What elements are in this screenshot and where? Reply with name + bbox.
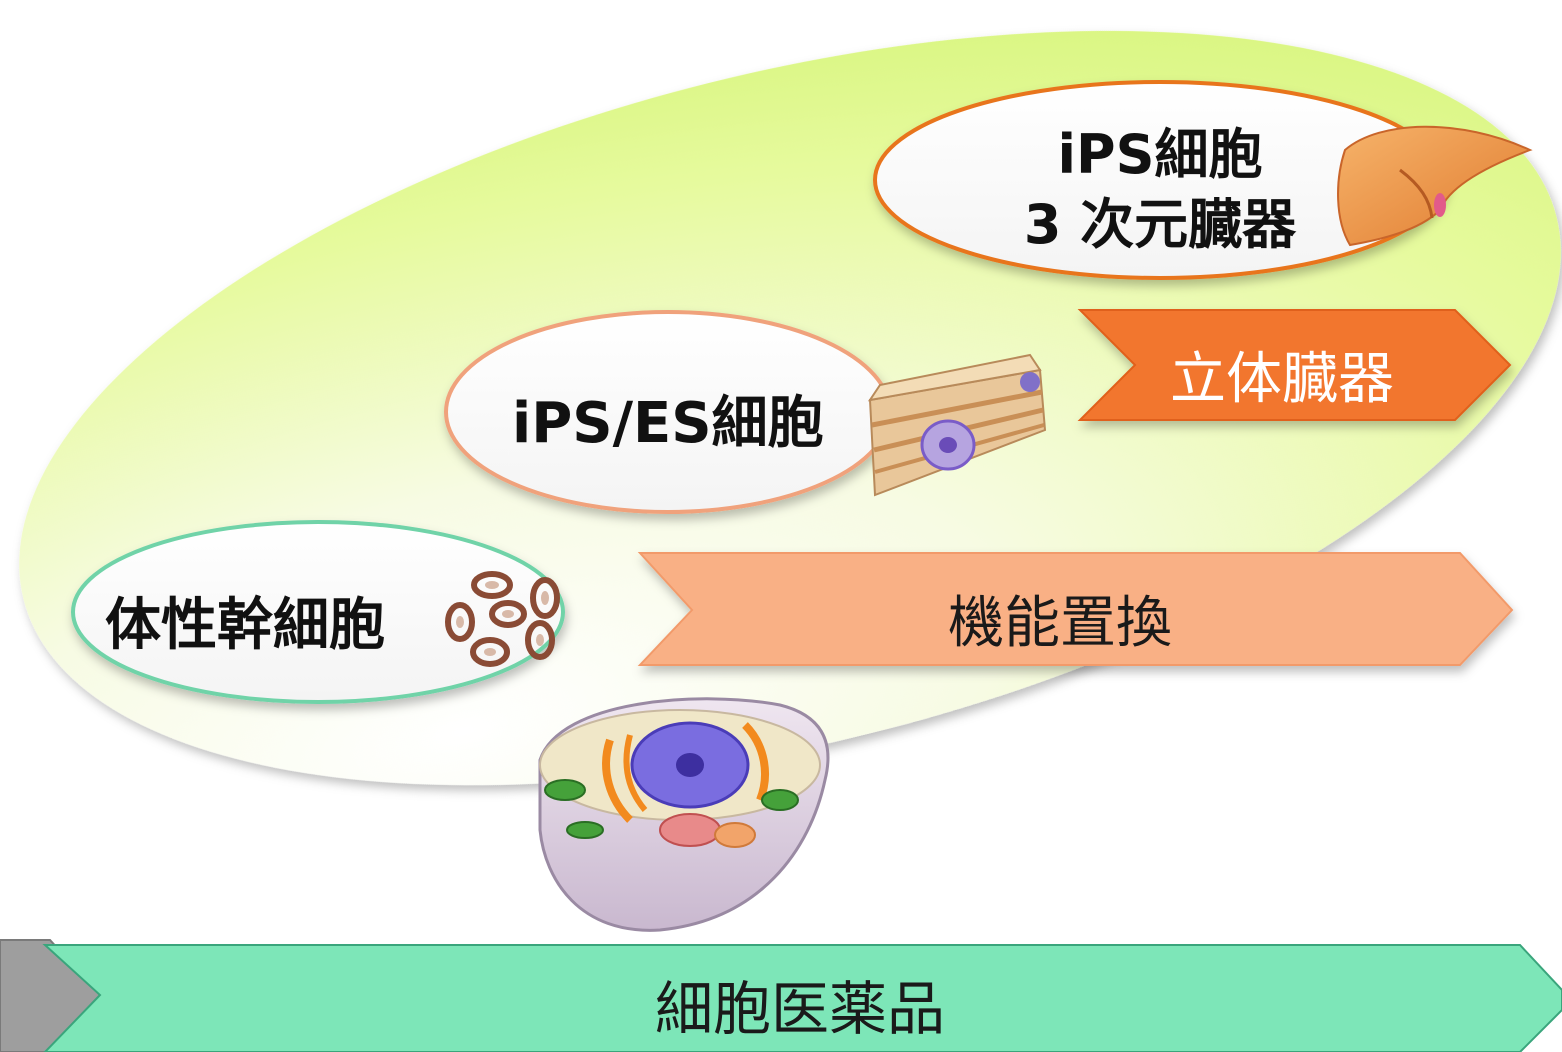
somatic-stem-cell-bubble — [71, 520, 565, 704]
function-replacement-label: 機能置換 — [948, 591, 1172, 656]
tissue-icon — [867, 353, 1047, 497]
ips-es-cell-label: iPS/ES細胞 — [512, 391, 824, 456]
ips-organ-label-line1: iPS細胞 — [1057, 123, 1263, 186]
liver-icon — [1337, 125, 1533, 247]
solid-organ-label: 立体臓器 — [1170, 347, 1394, 412]
cell-medicine-label: 細胞医薬品 — [655, 975, 946, 1043]
animal-cell-icon — [538, 697, 830, 932]
ips-organ-label-line2: 3 次元臓器 — [1023, 193, 1297, 256]
somatic-stem-cell-label: 体性幹細胞 — [105, 593, 385, 658]
function-replacement-arrow — [637, 552, 1514, 666]
solid-organ-arrow — [1077, 309, 1512, 421]
cells-icon — [445, 571, 560, 667]
cell-medicine-arrow — [42, 944, 1562, 1052]
